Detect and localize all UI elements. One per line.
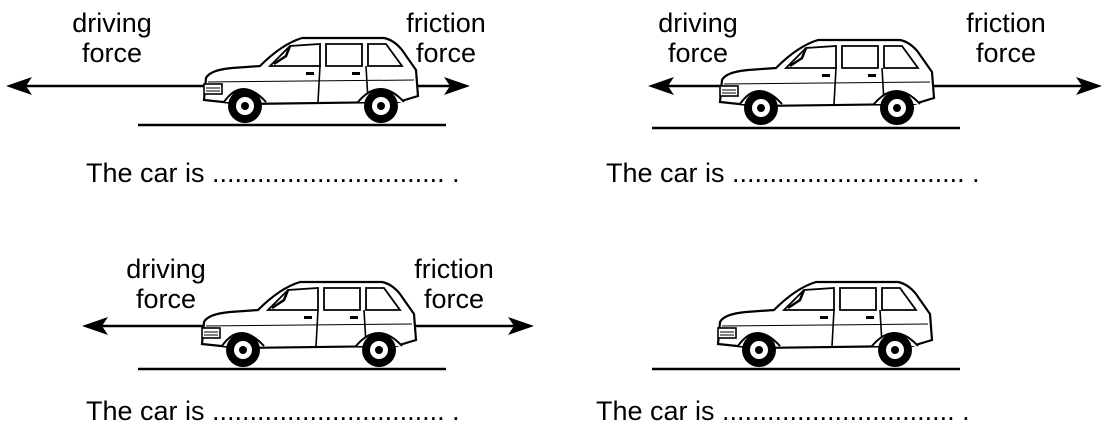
driving-force-label: driving force (126, 254, 206, 314)
answer-line: The car is .............................… (86, 158, 460, 188)
friction-force-label: friction force (406, 8, 486, 68)
friction-force-label: friction force (414, 254, 494, 314)
diagram-panel-2: driving force friction force The car is … (556, 0, 1112, 214)
answer-line: The car is .............................… (596, 396, 970, 426)
panel-1-drawing (6, 36, 470, 127)
diagram-panel-4: The car is .............................… (556, 214, 1112, 428)
car-image (200, 280, 418, 369)
driving-force-label: driving force (72, 8, 152, 68)
answer-line: The car is .............................… (86, 396, 460, 426)
diagram-panel-1: driving force friction force The car is … (0, 0, 556, 214)
answer-line: The car is .............................… (606, 158, 980, 188)
car-image (716, 280, 934, 369)
panel-2-drawing (648, 38, 1102, 130)
driving-force-label: driving force (658, 8, 738, 68)
diagram-panel-3: driving force friction force The car is … (0, 214, 556, 428)
panel-4-drawing (652, 280, 960, 371)
panel-3-drawing (82, 280, 534, 371)
friction-force-label: friction force (966, 8, 1046, 68)
